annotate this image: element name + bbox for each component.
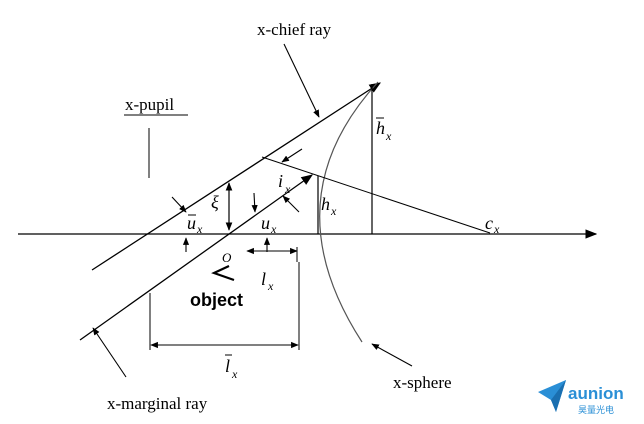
logo-brand-text: aunion <box>568 384 624 403</box>
u-bar-subscript: x <box>196 222 203 236</box>
l-bar-symbol: l <box>225 356 230 376</box>
aunion-logo-icon <box>538 380 566 412</box>
i-symbol: i <box>278 171 283 191</box>
chief-ray-line <box>91 82 381 271</box>
aunion-logo: aunion 昊量光电 <box>538 380 624 416</box>
i-subscript: x <box>284 182 291 196</box>
marginal-ray-label: x-marginal ray <box>107 394 208 413</box>
u-bar-arrow-top <box>171 196 187 213</box>
i-arrow-top <box>281 148 303 163</box>
pupil-label: x-pupil <box>125 95 174 114</box>
c-symbol: c <box>485 213 493 233</box>
chief-ray-label: x-chief ray <box>257 20 332 39</box>
sphere-callout <box>371 343 413 367</box>
c-subscript: x <box>493 222 500 236</box>
h-bar-subscript: x <box>385 129 392 143</box>
aunion-logo-icon-shade <box>551 380 566 412</box>
l-bar-subscript: x <box>231 367 238 381</box>
h-symbol: h <box>321 194 330 214</box>
l-symbol: l <box>261 269 266 289</box>
marginal-ray-callout <box>92 327 127 378</box>
xi-symbol: ξ <box>211 192 219 212</box>
l-subscript: x <box>267 279 274 293</box>
sphere-arc <box>319 81 379 343</box>
object-label: object <box>190 290 243 310</box>
h-bar-symbol: h <box>376 118 385 138</box>
normal-line <box>261 156 491 234</box>
i-arrow-bottom <box>282 195 300 213</box>
u-bar-symbol: u <box>187 213 196 233</box>
chief-ray-callout <box>283 43 320 118</box>
h-subscript: x <box>330 204 337 218</box>
u-symbol: u <box>261 213 270 233</box>
object-pointer <box>211 265 235 282</box>
logo-subtitle-text: 昊量光电 <box>578 404 614 416</box>
u-arrow-top <box>251 192 258 213</box>
object-point-label: O <box>222 250 232 265</box>
marginal-ray-line <box>79 174 313 341</box>
sphere-label: x-sphere <box>393 373 452 392</box>
u-subscript: x <box>270 222 277 236</box>
